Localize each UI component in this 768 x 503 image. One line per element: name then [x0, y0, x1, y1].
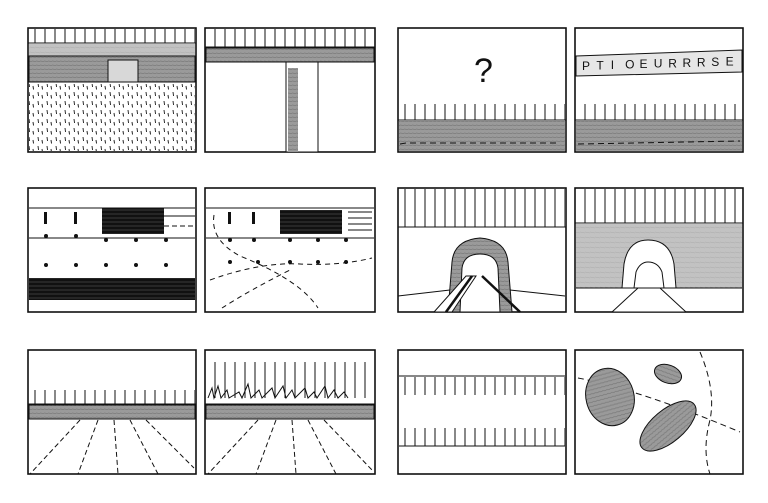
- banner-letter: S: [711, 55, 719, 69]
- banner-letter: O: [625, 58, 634, 72]
- panel-blocks-dashed-paths: [204, 187, 376, 313]
- banner-letter: I: [611, 58, 614, 72]
- question-mark: ?: [474, 52, 493, 90]
- panel-lanes-with-plants: [204, 349, 376, 475]
- panel-two-fences: [397, 349, 567, 475]
- panel-tunnel-road: [397, 187, 567, 313]
- panel-tunnel-grey-wall: [574, 187, 744, 313]
- banner-letter: R: [683, 56, 692, 70]
- banner-letter: E: [640, 57, 648, 71]
- panel-fence-question-mark: ?: [397, 27, 567, 153]
- banner-letter: T: [596, 59, 604, 73]
- banner-letter: U: [654, 57, 663, 71]
- banner-letter: P: [582, 59, 590, 73]
- panel-bridge-with-pillar: [204, 27, 376, 153]
- banner-letter: R: [668, 56, 677, 70]
- panel-stones-dashed-lines: [574, 349, 744, 475]
- panel-perspective-lanes: [27, 349, 197, 475]
- panel-wall-over-field: [27, 27, 197, 153]
- banner-letter: E: [726, 55, 734, 69]
- panel-blocks-dots: [27, 187, 197, 313]
- banner-letter: R: [697, 55, 706, 69]
